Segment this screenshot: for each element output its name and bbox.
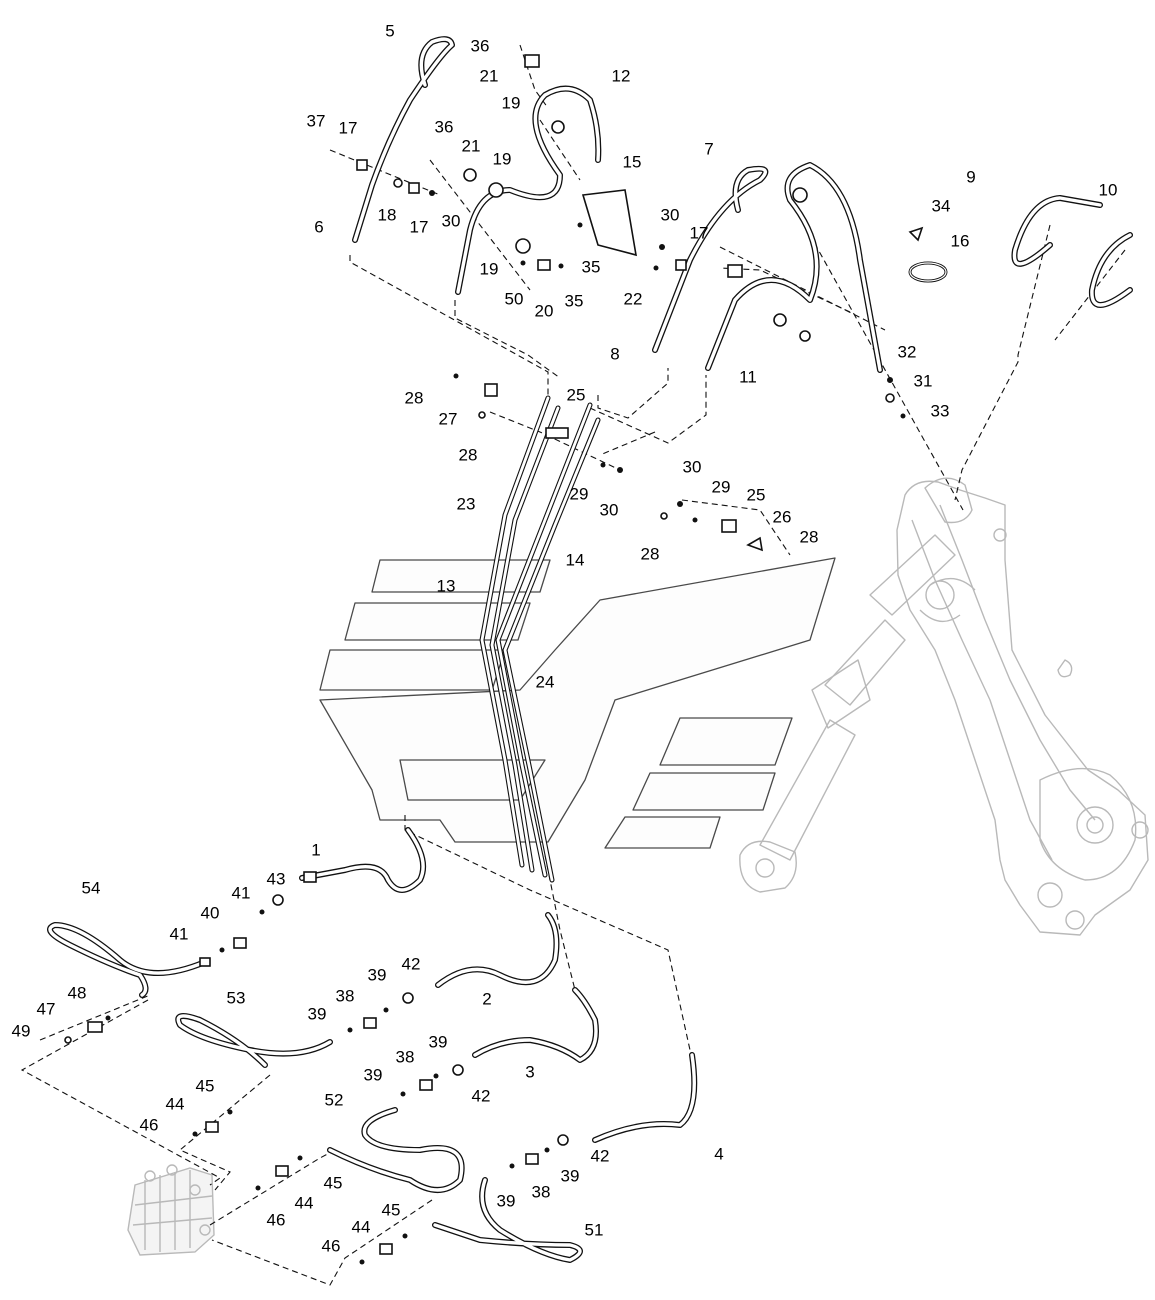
callout-2: 2 (482, 989, 491, 1008)
callout-6: 6 (314, 217, 323, 236)
callout-42: 42 (402, 954, 421, 973)
callout-10: 10 (1099, 180, 1118, 199)
callout-19: 19 (493, 149, 512, 168)
callout-16: 16 (951, 231, 970, 250)
callout-36: 36 (435, 117, 454, 136)
callout-48: 48 (68, 983, 87, 1002)
callout-46: 46 (322, 1236, 341, 1255)
callout-42: 42 (472, 1086, 491, 1105)
callout-17: 17 (690, 223, 709, 242)
callout-41: 41 (170, 924, 189, 943)
assembly-dashed-lines (20, 44, 1126, 1286)
callout-24: 24 (536, 672, 555, 691)
callout-19: 19 (502, 93, 521, 112)
callout-44: 44 (166, 1094, 185, 1113)
callout-25: 25 (747, 485, 766, 504)
callout-14: 14 (566, 550, 585, 569)
callout-49: 49 (12, 1021, 31, 1040)
callout-35: 35 (565, 291, 584, 310)
callout-15: 15 (623, 152, 642, 171)
callout-41: 41 (232, 883, 251, 902)
callout-38: 38 (396, 1047, 415, 1066)
callout-39: 39 (368, 965, 387, 984)
callout-39: 39 (364, 1065, 383, 1084)
callout-43: 43 (267, 869, 286, 888)
callout-39: 39 (308, 1004, 327, 1023)
callout-21: 21 (480, 66, 499, 85)
callout-34: 34 (932, 196, 951, 215)
callout-38: 38 (336, 986, 355, 1005)
callout-53: 53 (227, 988, 246, 1007)
callout-45: 45 (196, 1076, 215, 1095)
callout-51: 51 (585, 1220, 604, 1239)
callout-45: 45 (324, 1173, 343, 1192)
callout-17: 17 (410, 217, 429, 236)
callout-35: 35 (582, 257, 601, 276)
callout-30: 30 (661, 205, 680, 224)
callout-21: 21 (462, 136, 481, 155)
callout-1: 1 (311, 840, 320, 859)
callout-28: 28 (405, 388, 424, 407)
callout-39: 39 (429, 1032, 448, 1051)
callout-38: 38 (532, 1182, 551, 1201)
callout-30: 30 (600, 500, 619, 519)
callout-19: 19 (480, 259, 499, 278)
fittings (64, 54, 924, 1265)
callout-27: 27 (439, 409, 458, 428)
callout-3: 3 (525, 1062, 534, 1081)
callout-8: 8 (610, 344, 619, 363)
callout-11: 11 (739, 367, 757, 386)
callout-30: 30 (442, 211, 461, 230)
callout-29: 29 (570, 484, 589, 503)
rigid-tube-bundle (479, 395, 601, 883)
callout-22: 22 (624, 289, 643, 308)
callout-17: 17 (339, 118, 358, 137)
callout-32: 32 (898, 342, 917, 361)
callout-45: 45 (382, 1200, 401, 1219)
callout-39: 39 (561, 1166, 580, 1185)
callout-52: 52 (325, 1090, 344, 1109)
backhoe-boom-illustration (739, 477, 1149, 936)
callout-37: 37 (307, 111, 326, 130)
callout-46: 46 (267, 1210, 286, 1229)
callout-44: 44 (295, 1193, 314, 1212)
callout-50: 50 (505, 289, 524, 308)
control-valve-illustration (127, 1164, 215, 1256)
callout-46: 46 (140, 1115, 159, 1134)
callout-4: 4 (714, 1144, 723, 1163)
background-logo (319, 557, 836, 849)
callout-20: 20 (535, 301, 554, 320)
callout-39: 39 (497, 1191, 516, 1210)
callout-13: 13 (437, 576, 456, 595)
callout-28: 28 (641, 544, 660, 563)
callout-30: 30 (683, 457, 702, 476)
callout-44: 44 (352, 1217, 371, 1236)
callout-33: 33 (931, 401, 950, 420)
callout-28: 28 (800, 527, 819, 546)
callout-36: 36 (471, 36, 490, 55)
callout-29: 29 (712, 477, 731, 496)
callout-9: 9 (966, 167, 975, 186)
callout-42: 42 (591, 1146, 610, 1165)
callout-7: 7 (704, 139, 713, 158)
callout-5: 5 (385, 21, 394, 40)
callout-26: 26 (773, 507, 792, 526)
callout-28: 28 (459, 445, 478, 464)
callout-31: 31 (914, 371, 933, 390)
hoses (47, 36, 1133, 1263)
callout-18: 18 (378, 205, 397, 224)
callout-40: 40 (201, 903, 220, 922)
callout-12: 12 (612, 66, 631, 85)
callout-23: 23 (457, 494, 476, 513)
callout-47: 47 (37, 999, 56, 1018)
callout-25: 25 (567, 385, 586, 404)
callout-54: 54 (82, 878, 101, 897)
